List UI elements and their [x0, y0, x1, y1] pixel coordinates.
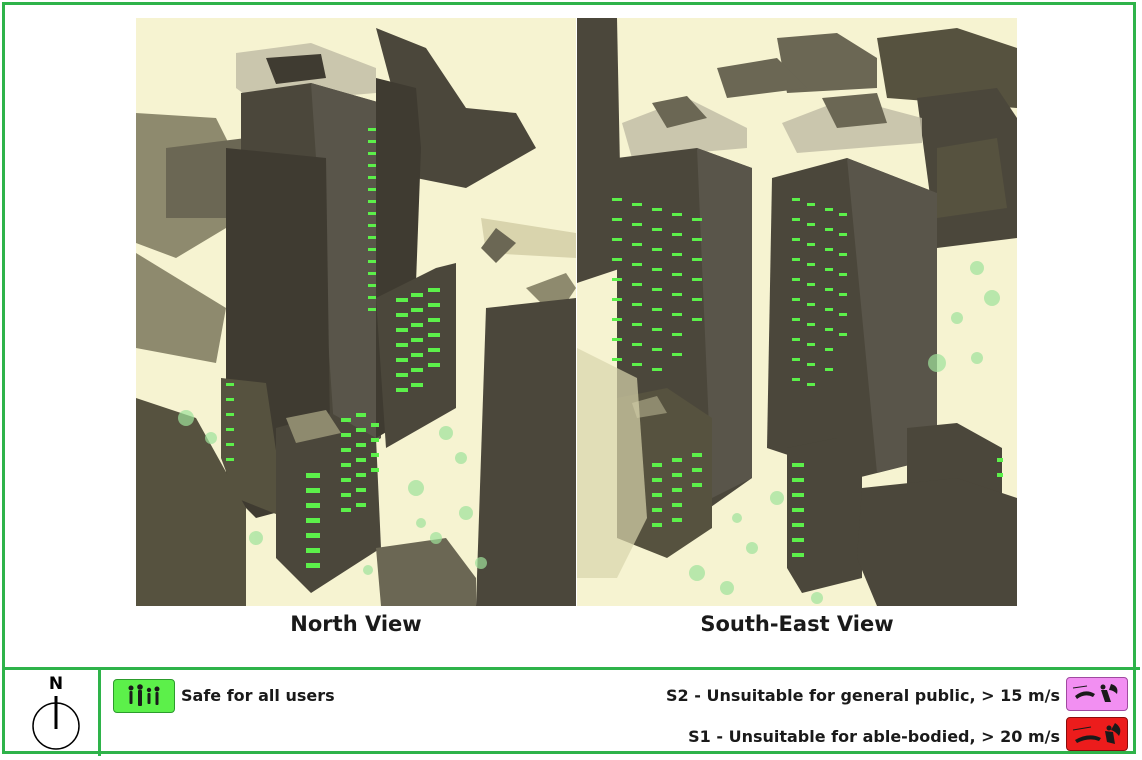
- north-view-scene: [136, 18, 576, 606]
- compass-icon: [32, 696, 80, 750]
- southeast-view-scene: [577, 18, 1017, 606]
- compass-north-label: N: [48, 674, 64, 694]
- pedestrians-icon: [113, 679, 175, 713]
- compass-divider: [98, 670, 101, 756]
- legend-divider: [2, 667, 1140, 670]
- windblown-pedestrian-falling-icon: [1066, 717, 1128, 751]
- windblown-pedestrians-icon: [1066, 677, 1128, 711]
- legend-s1-label: S1 - Unsuitable for able-bodied, > 20 m/…: [688, 727, 1060, 746]
- legend-s2-label: S2 - Unsuitable for general public, > 15…: [666, 686, 1060, 705]
- legend-safe-label: Safe for all users: [181, 686, 335, 705]
- north-arrow: N: [28, 674, 84, 752]
- southeast-view-render: [577, 18, 1017, 606]
- north-view-caption: North View: [290, 612, 422, 636]
- north-view-render: [136, 18, 576, 606]
- southeast-view-caption: South-East View: [700, 612, 894, 636]
